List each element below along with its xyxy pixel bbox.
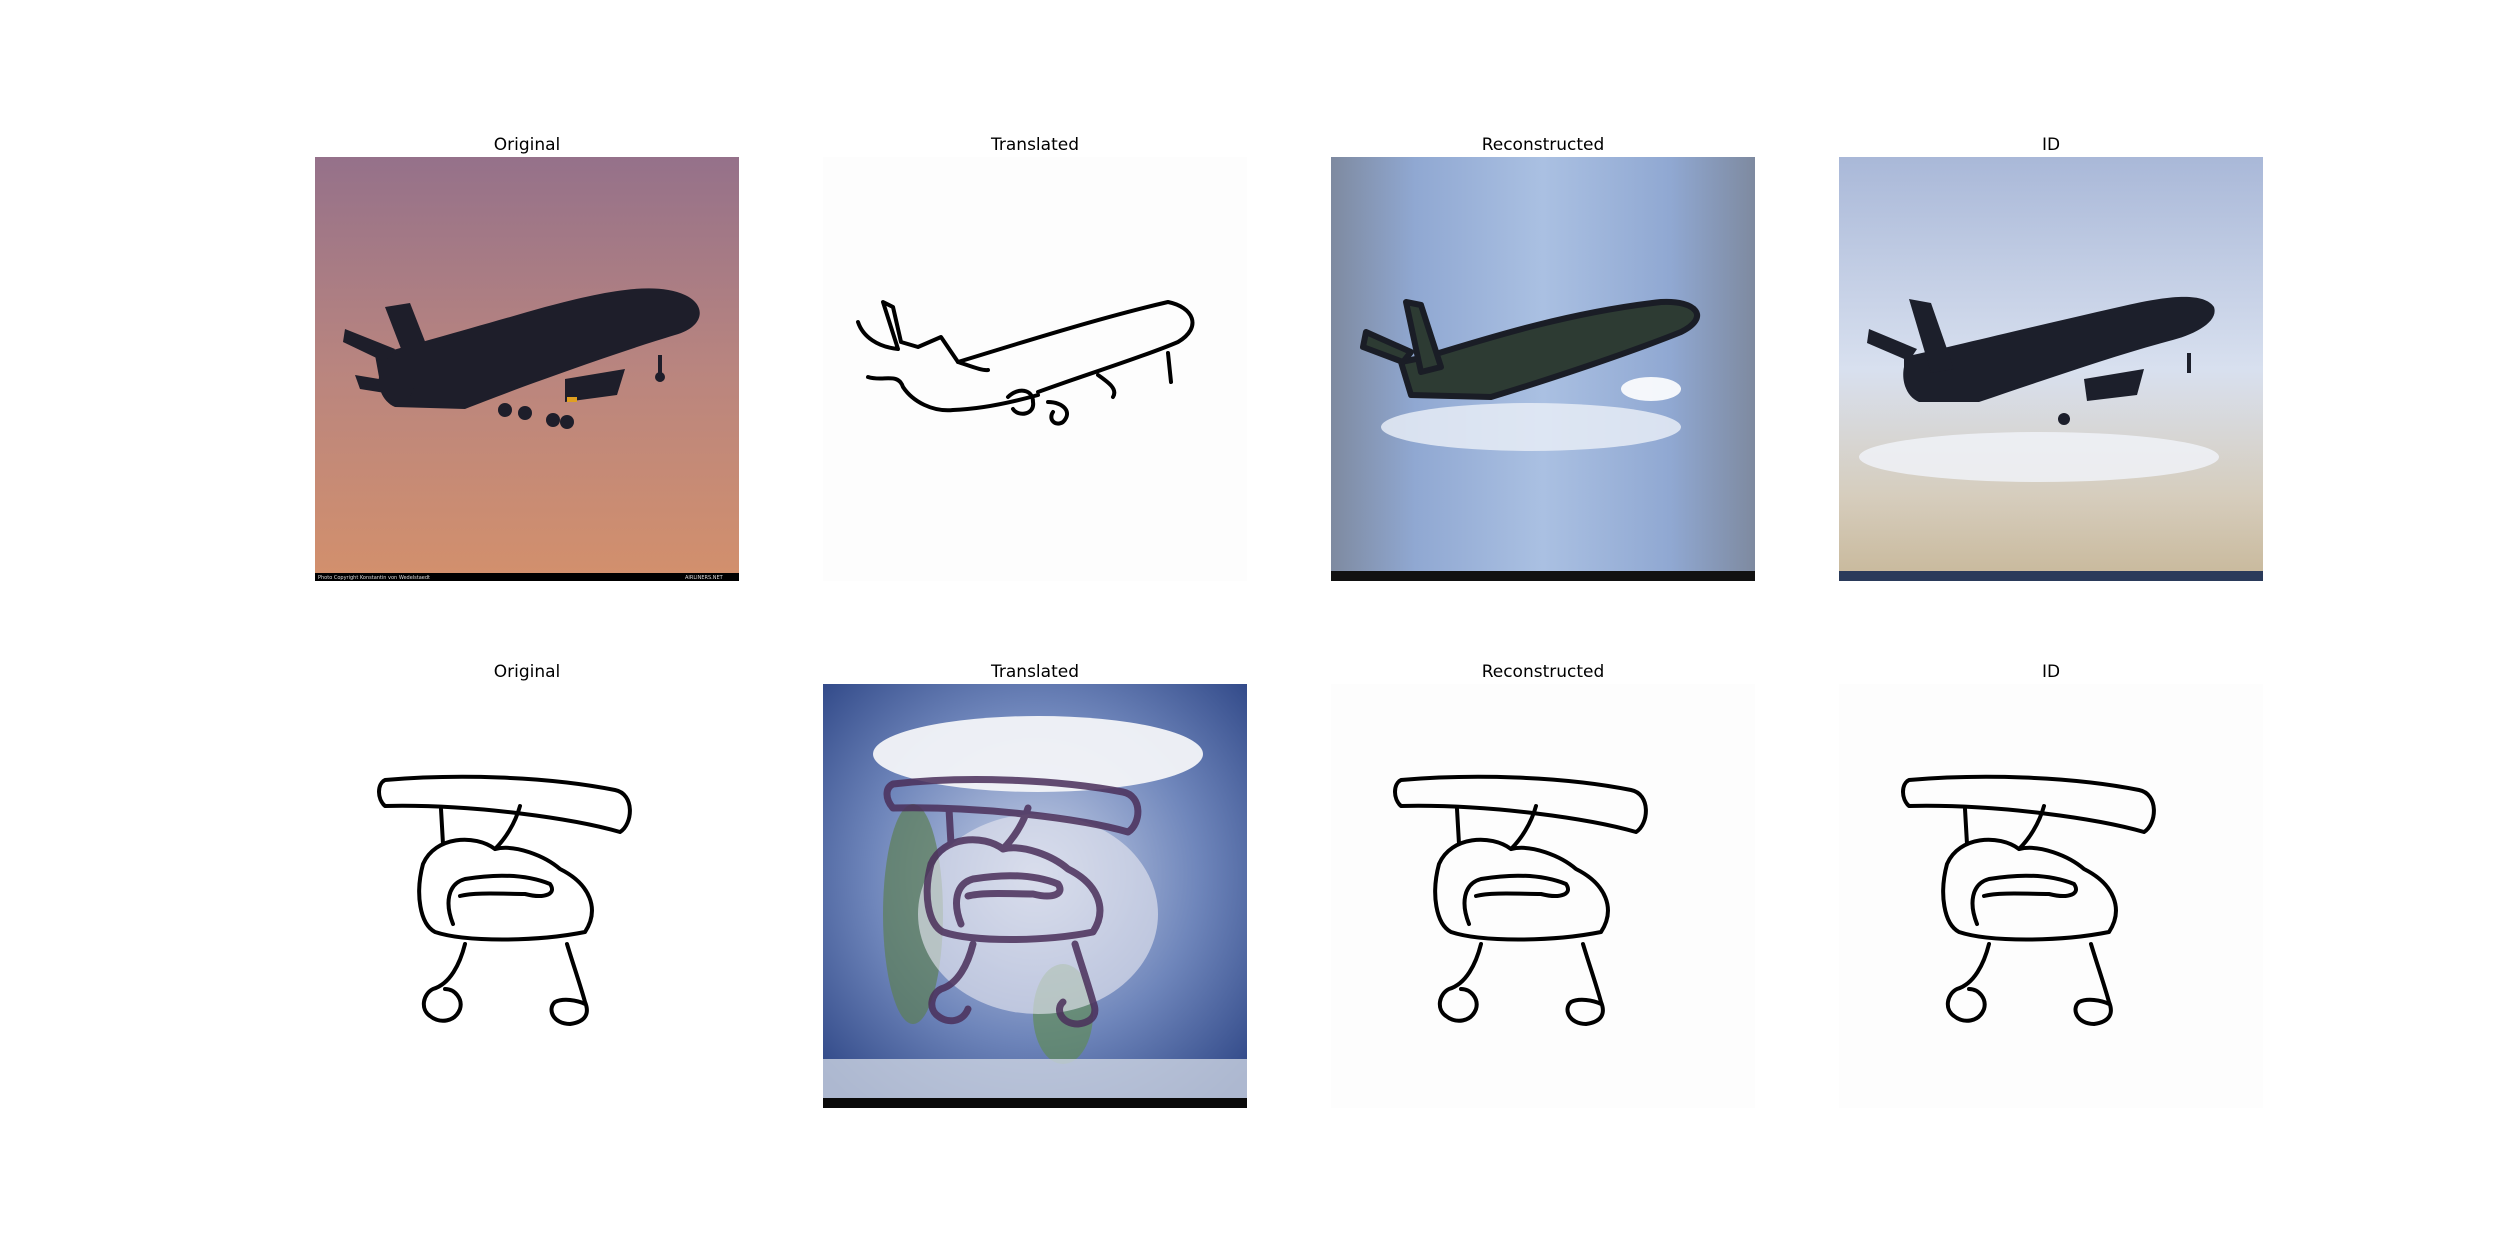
airplane-silhouette bbox=[343, 288, 700, 429]
panel-title: Reconstructed bbox=[1481, 135, 1605, 155]
image-translated-colorized-sketch bbox=[823, 684, 1247, 1108]
panel-title: Original bbox=[493, 662, 561, 682]
airplane-sketch-image bbox=[823, 157, 1247, 581]
panel-title: Reconstructed bbox=[1481, 662, 1605, 682]
sketch-lines bbox=[1901, 774, 2156, 1026]
image-reconstructed-line-sketch bbox=[1331, 684, 1755, 1108]
watermark-right: AIRLINERS.NET bbox=[685, 575, 724, 581]
airplane-silhouette bbox=[1360, 298, 1700, 400]
image-id-airplane-photo bbox=[1839, 157, 2263, 581]
image-translated-airplane-sketch bbox=[823, 157, 1247, 581]
panel-title: Translated bbox=[991, 135, 1079, 155]
sketch-lines bbox=[883, 776, 1142, 1028]
panel-title: ID bbox=[2041, 662, 2061, 682]
line-sketch-image bbox=[315, 684, 739, 1108]
panel-title: ID bbox=[2041, 135, 2061, 155]
reconstructed-photo-image bbox=[1331, 157, 1755, 581]
reconstructed-sketch-image bbox=[1331, 684, 1755, 1108]
airplane-photo-image: Photo Copyright Konstantin von Wedelstae… bbox=[315, 157, 739, 581]
panel-title: Original bbox=[493, 135, 561, 155]
image-original-line-sketch bbox=[315, 684, 739, 1108]
sketch-lines bbox=[1393, 774, 1648, 1026]
id-sketch-image bbox=[1839, 684, 2263, 1108]
colorized-sketch-image bbox=[823, 684, 1247, 1108]
panel-title: Translated bbox=[991, 662, 1079, 682]
image-id-line-sketch bbox=[1839, 684, 2263, 1108]
sketch-lines bbox=[377, 774, 632, 1026]
airplane-silhouette bbox=[1867, 296, 2215, 425]
id-photo-image bbox=[1839, 157, 2263, 581]
watermark-left: Photo Copyright Konstantin von Wedelstae… bbox=[318, 575, 430, 581]
image-reconstructed-airplane-photo bbox=[1331, 157, 1755, 581]
sketch-lines bbox=[856, 300, 1195, 426]
image-original-airplane-photo: Photo Copyright Konstantin von Wedelstae… bbox=[315, 157, 739, 581]
